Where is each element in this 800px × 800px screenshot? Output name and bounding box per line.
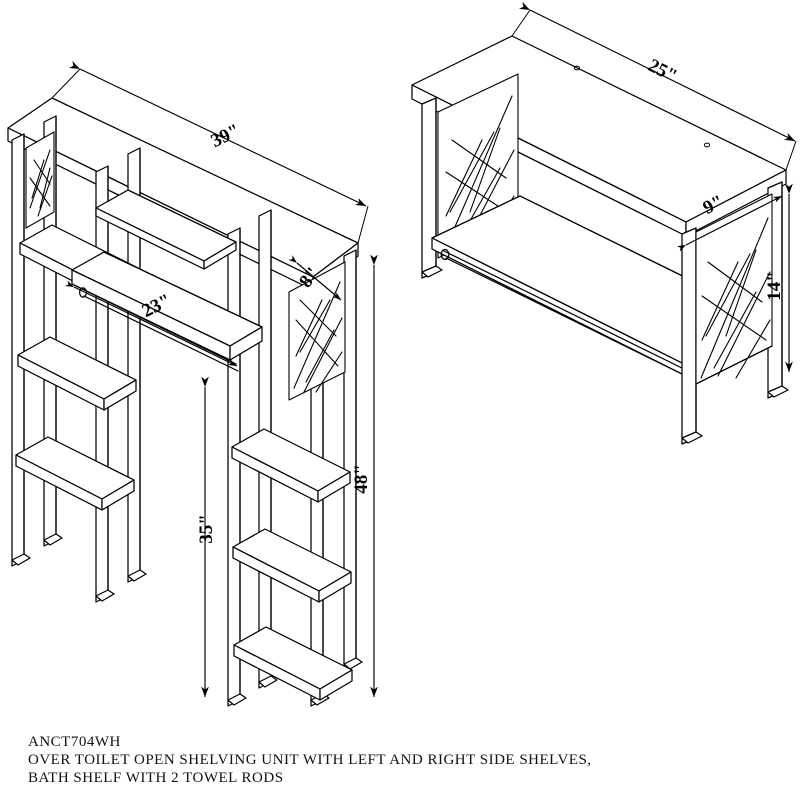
view-right-bath-shelf [411, 35, 789, 445]
product-description-line-2: BATH SHELF WITH 2 TOWEL RODS [28, 770, 284, 786]
model-number: ANCT704WH [28, 734, 121, 750]
product-description-line-1: OVER TOILET OPEN SHELVING UNIT WITH LEFT… [28, 752, 592, 768]
dim-label-39: 39" [208, 120, 244, 152]
view-left-shelving-unit [7, 97, 363, 707]
right-view-dimension-lines [511, 1, 797, 372]
dim-label-14: 14" [764, 271, 785, 301]
dim-label-35: 35" [196, 514, 217, 544]
left-view-dimension-lines [51, 61, 378, 697]
dim-label-48: 48" [351, 464, 372, 494]
